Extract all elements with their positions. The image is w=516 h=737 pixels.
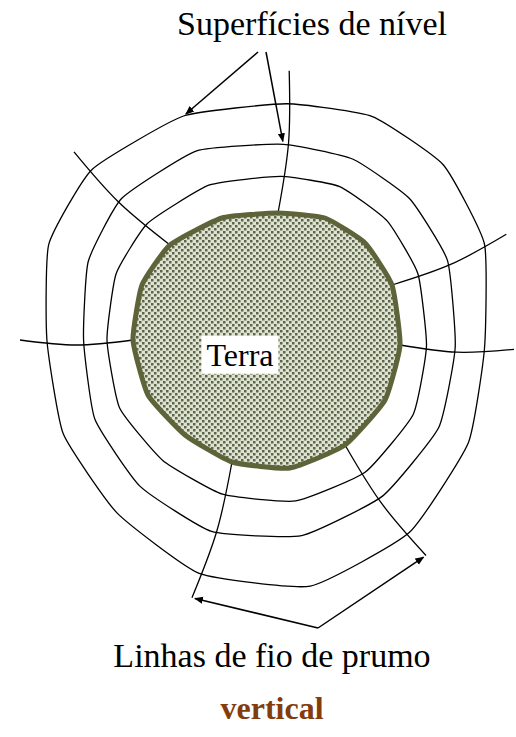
level-surface [46, 104, 486, 587]
leader-arrow [186, 52, 258, 114]
level-surface [84, 144, 456, 536]
plumb-line [392, 234, 506, 285]
plumb-line [278, 71, 290, 213]
plumb-line [192, 462, 232, 598]
plumb-line [345, 445, 426, 555]
leader-arrow [266, 52, 283, 141]
plumb-line [20, 340, 133, 345]
leader-arrow [318, 557, 424, 628]
earth-outline [133, 213, 400, 468]
leader-arrow [195, 598, 318, 628]
level-surface [107, 176, 426, 501]
earth-shape: Terra [124, 204, 408, 476]
plumb-line [74, 152, 170, 245]
level-surface-label: Superfícies de nível [177, 4, 447, 43]
plumb-line-label: Linhas de fio de prumo [113, 636, 430, 675]
vertical-label: vertical [220, 690, 323, 727]
plumb-line [400, 345, 514, 352]
earth-label: Terra [201, 336, 278, 374]
